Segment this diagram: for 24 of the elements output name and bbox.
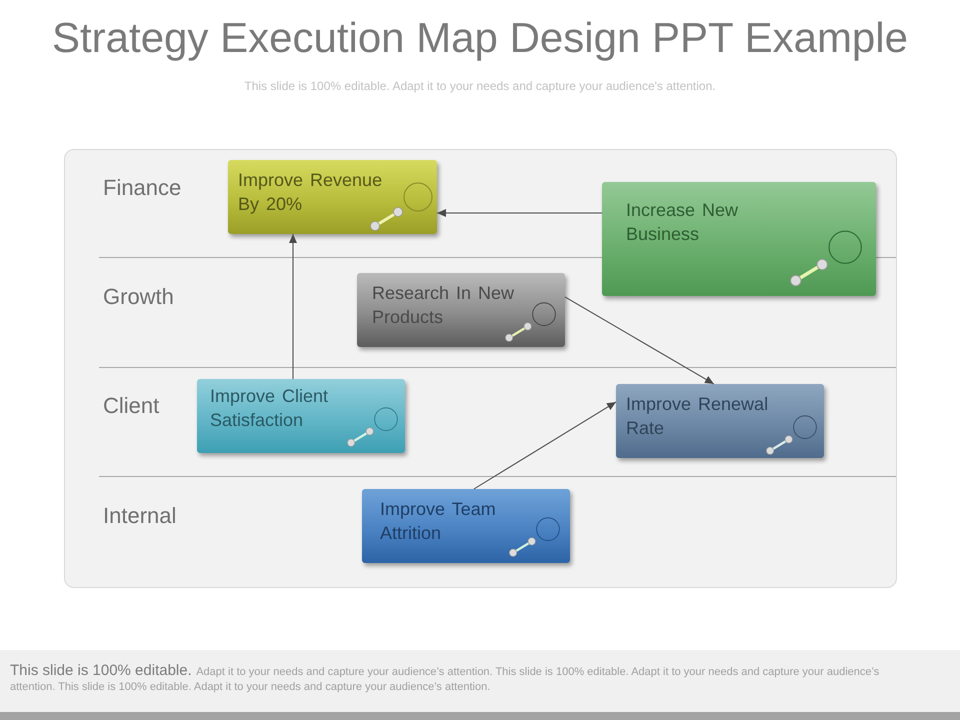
arrow: [289, 234, 297, 380]
slide-title: Strategy Execution Map Design PPT Example: [51, 14, 909, 62]
objective-card: [197, 379, 405, 453]
slide-subtitle: This slide is 100% editable. Adapt it to your needs and capture your audience's attention.: [244, 79, 716, 93]
row-label: Client: [103, 393, 160, 419]
card-label: Improve Revenue By 20%: [238, 170, 382, 214]
card-label: Increase New Business: [626, 200, 738, 244]
lane-panel: [64, 149, 897, 588]
card-label: Research In New Products: [372, 283, 514, 327]
card-label: Improve Renewal Rate: [626, 394, 768, 438]
objective-card: [228, 160, 437, 234]
arrow: [564, 296, 714, 384]
row-label: Growth: [103, 284, 174, 310]
objective-card: [357, 273, 565, 347]
row-label: Internal: [103, 503, 176, 529]
objective-card: [602, 182, 876, 296]
objective-card: [362, 489, 570, 563]
footer-note: This slide is 100% editable. Adapt it to your needs and capture your audience’s attention. This slide is 100% editable. Adapt it to your needs and capture your audience’s attention. This slide is 100% editable. Adapt it to your needs and capture your audience’s attention.: [10, 664, 880, 694]
objective-card: [616, 384, 824, 458]
card-label: Improve Client Satisfaction: [210, 386, 328, 430]
arrow: [473, 401, 616, 490]
row-label: Finance: [103, 175, 182, 201]
arrow: [436, 208, 602, 217]
card-label: Improve Team Attrition: [380, 499, 496, 543]
